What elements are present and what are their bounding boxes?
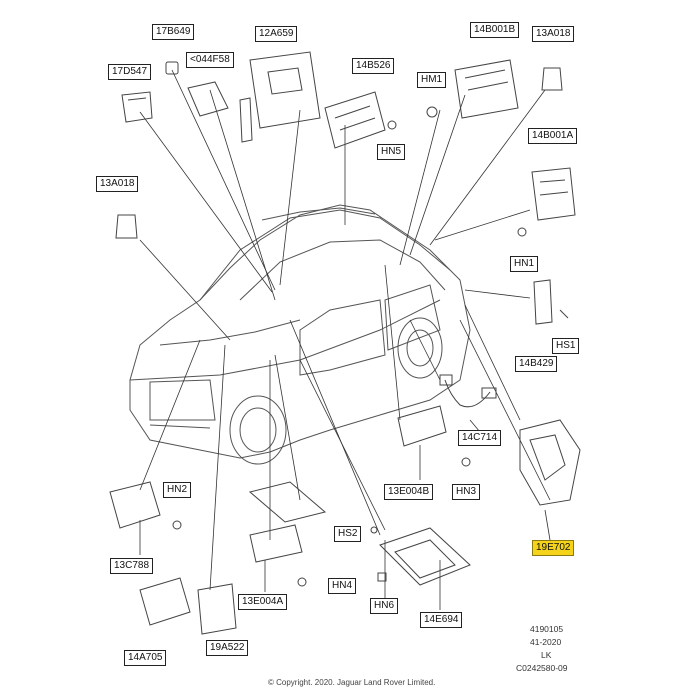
callout-HN6: HN6 <box>370 598 399 614</box>
callout-HS1: HS1 <box>552 338 580 354</box>
part-illustrations <box>109 51 581 635</box>
callout-17B649: 17B649 <box>152 24 195 40</box>
reference-code-3: LK <box>541 650 552 660</box>
callout-HN5: HN5 <box>377 144 406 160</box>
callout-12A659: 12A659 <box>255 26 298 42</box>
callout-HS2: HS2 <box>334 526 362 542</box>
callout-14C714: 14C714 <box>458 430 502 446</box>
callout-13C788: 13C788 <box>110 558 154 574</box>
callout-19E702-highlighted: 19E702 <box>532 540 575 556</box>
callout-HN1: HN1 <box>510 256 539 272</box>
callout-17D547: 17D547 <box>108 64 152 80</box>
callout-13A018-top: 13A018 <box>532 26 575 42</box>
callout-19A522: 19A522 <box>206 640 249 656</box>
reference-code-2: 41-2020 <box>530 637 562 647</box>
reference-code-4: C0242580-09 <box>516 663 568 673</box>
callout-HM1: HM1 <box>417 72 447 88</box>
reference-code-1: 4190105 <box>530 624 564 634</box>
copyright-notice: © Copyright. 2020. Jaguar Land Rover Lim… <box>268 678 436 687</box>
vehicle-outline <box>129 204 471 465</box>
callout-13E004A: 13E004A <box>238 594 288 610</box>
callout-14B526: 14B526 <box>352 58 395 74</box>
callout-14B429: 14B429 <box>515 356 558 372</box>
callout-14E694: 14E694 <box>420 612 463 628</box>
callout-13A018-left: 13A018 <box>96 176 139 192</box>
callout-14B001A: 14B001A <box>528 128 578 144</box>
callout-13E004B: 13E004B <box>384 484 434 500</box>
callout-14B001B: 14B001B <box>470 22 520 38</box>
callout-HN2: HN2 <box>163 482 192 498</box>
callout-14A705: 14A705 <box>124 650 167 666</box>
callout-HN4: HN4 <box>328 578 357 594</box>
callout-044F58: <044F58 <box>186 52 234 68</box>
callout-HN3: HN3 <box>452 484 481 500</box>
leader-lines <box>139 69 551 610</box>
